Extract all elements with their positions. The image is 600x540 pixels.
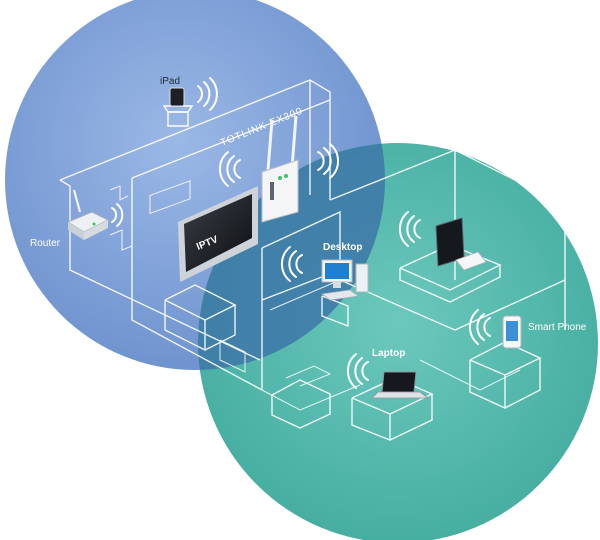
wifi-signal-icon xyxy=(280,246,303,282)
wifi-signal-icon xyxy=(398,211,421,247)
router-icon xyxy=(66,189,110,240)
desktop-label: Desktop xyxy=(323,242,362,253)
smartphone-icon xyxy=(502,315,522,349)
wifi-signal-icon xyxy=(197,77,218,111)
wifi-signal-icon xyxy=(111,203,124,227)
overlap-zone xyxy=(198,143,385,370)
wifi-signal-icon xyxy=(346,353,369,389)
laptop-label: Laptop xyxy=(372,348,405,359)
ipad-label: iPad xyxy=(160,76,180,87)
router-label: Router xyxy=(30,238,61,249)
extender-icon xyxy=(261,115,299,223)
tv-icon xyxy=(178,186,258,282)
wifi-signal-icon xyxy=(468,309,491,345)
desktop-icon xyxy=(320,259,369,301)
smartphone-label: Smart Phone xyxy=(528,322,587,333)
laptop-icon xyxy=(371,371,430,399)
wifi-signal-icon xyxy=(317,143,340,179)
tablet-icon xyxy=(435,217,487,271)
ipad-device xyxy=(162,87,194,127)
wifi-signal-icon xyxy=(218,151,241,187)
ipad-icon xyxy=(169,87,185,107)
